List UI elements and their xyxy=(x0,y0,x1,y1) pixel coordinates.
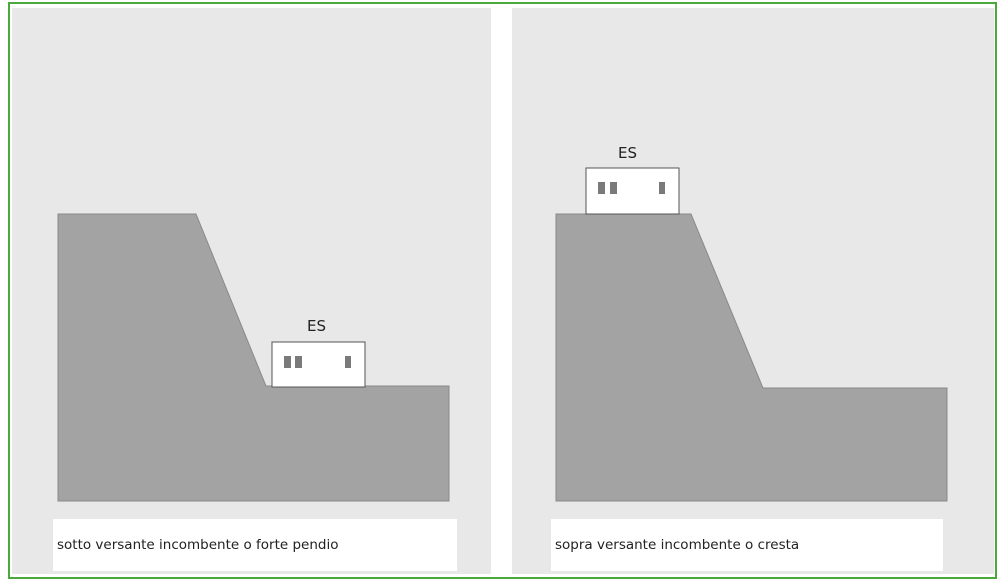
slope-terrain xyxy=(57,213,450,502)
building xyxy=(271,341,366,388)
building-label: ES xyxy=(618,144,637,162)
building-label: ES xyxy=(307,317,326,335)
window xyxy=(610,182,617,194)
building xyxy=(585,167,680,215)
panel-above-slope: ES sopra versante incombente o cresta xyxy=(512,8,994,574)
window xyxy=(598,182,605,194)
window xyxy=(659,182,665,194)
slope-diagram-below xyxy=(57,213,450,502)
caption-above-slope: sopra versante incombente o cresta xyxy=(551,519,943,571)
window xyxy=(295,356,302,368)
caption-below-slope: sotto versante incombente o forte pendio xyxy=(53,519,457,571)
window xyxy=(345,356,351,368)
panel-below-slope: ES sotto versante incombente o forte pen… xyxy=(12,8,491,574)
window xyxy=(284,356,291,368)
slope-diagram-above xyxy=(555,167,948,502)
slope-terrain xyxy=(555,213,948,502)
